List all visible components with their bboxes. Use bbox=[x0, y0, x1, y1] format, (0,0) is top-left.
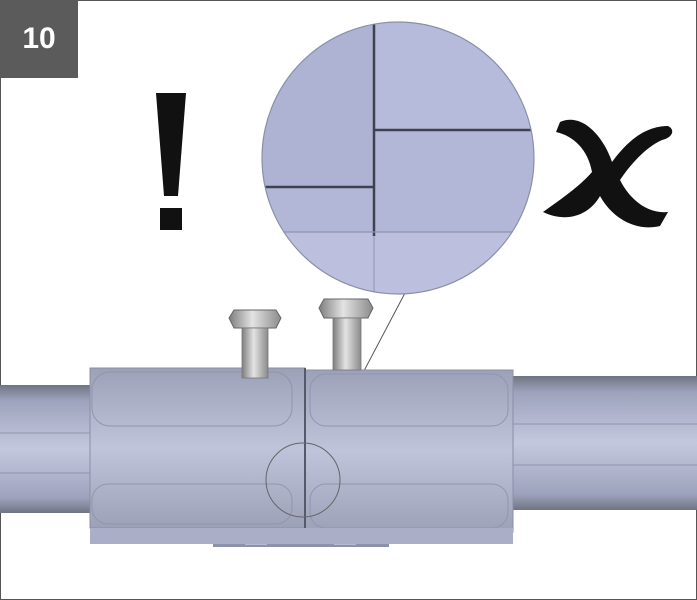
right-sleeve bbox=[304, 369, 514, 533]
bolt-left bbox=[228, 309, 282, 379]
cross-mark-icon bbox=[543, 119, 673, 228]
bolt-right bbox=[318, 298, 374, 371]
detail-circle bbox=[265, 442, 341, 518]
step-number-badge: 10 bbox=[0, 0, 78, 78]
exclamation-icon bbox=[156, 93, 186, 230]
magnified-detail bbox=[261, 21, 535, 295]
step-number: 10 bbox=[22, 22, 56, 55]
sleeve-bottom-lip bbox=[90, 528, 513, 544]
left-sleeve bbox=[89, 367, 306, 529]
